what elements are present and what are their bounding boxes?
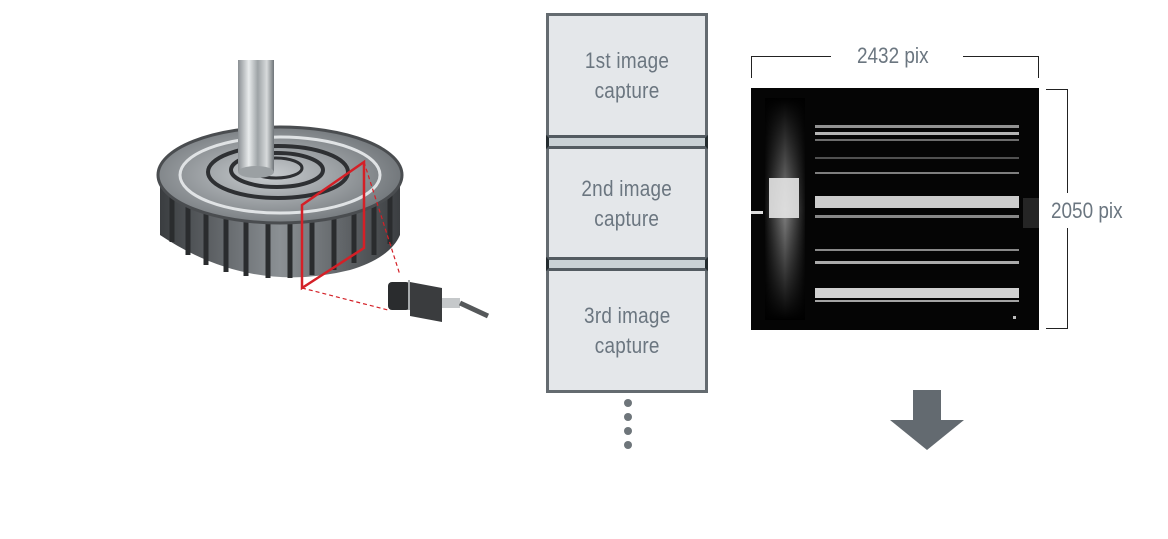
capture-label-1: 1st image capture xyxy=(584,47,670,103)
captured-gear-image xyxy=(751,88,1039,330)
capture-label-2: 2nd image capture xyxy=(581,175,673,231)
gear-teeth-highlights xyxy=(815,125,1019,319)
width-label: 2432 pix xyxy=(857,43,929,68)
capture-box-3: 3rd image capture xyxy=(546,271,708,393)
gear-camera-illustration xyxy=(156,60,490,322)
capture-separator xyxy=(546,135,708,149)
down-arrow-icon xyxy=(890,390,964,450)
camera-icon xyxy=(388,280,490,322)
capture-separator xyxy=(546,257,708,271)
height-label: 2050 pix xyxy=(1051,198,1123,223)
capture-box-2: 2nd image capture xyxy=(546,149,708,258)
capture-label-3: 3rd image capture xyxy=(583,302,671,358)
capture-box-1: 1st image capture xyxy=(546,13,708,135)
field-of-view-frame xyxy=(300,159,401,311)
shaft xyxy=(238,60,274,172)
gear-icon xyxy=(156,125,404,278)
